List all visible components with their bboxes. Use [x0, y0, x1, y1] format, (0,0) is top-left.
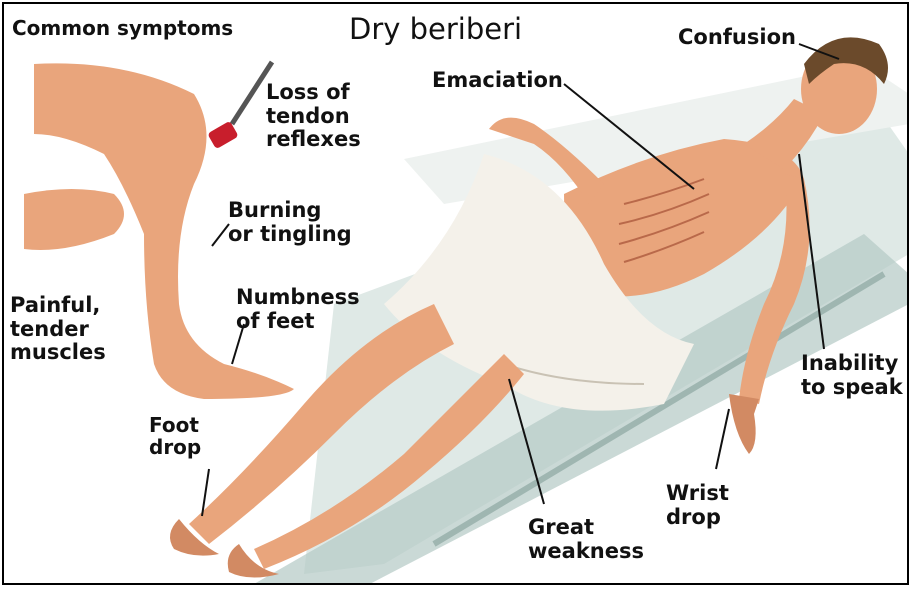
dropped-hand [729, 394, 759, 454]
label-loss-of-reflexes: Loss of tendon reflexes [266, 81, 361, 152]
label-painful-muscles: Painful, tender muscles [10, 294, 106, 365]
label-inability-to-speak: Inability to speak [801, 352, 903, 399]
line-burning [212, 224, 229, 246]
diagram-title: Dry beriberi [349, 12, 522, 46]
label-numbness-of-feet: Numbness of feet [236, 286, 360, 333]
label-confusion: Confusion [678, 26, 796, 50]
label-wrist-drop: Wrist drop [666, 482, 729, 529]
label-emaciation: Emaciation [432, 69, 563, 93]
label-foot-drop: Foot drop [149, 414, 201, 459]
label-great-weakness: Great weakness [528, 516, 644, 563]
label-burning-tingling: Burning or tingling [228, 199, 352, 246]
common-symptoms-label: Common symptoms [12, 16, 233, 40]
pressing-hand [24, 189, 124, 250]
line-wrist-drop [716, 409, 729, 469]
